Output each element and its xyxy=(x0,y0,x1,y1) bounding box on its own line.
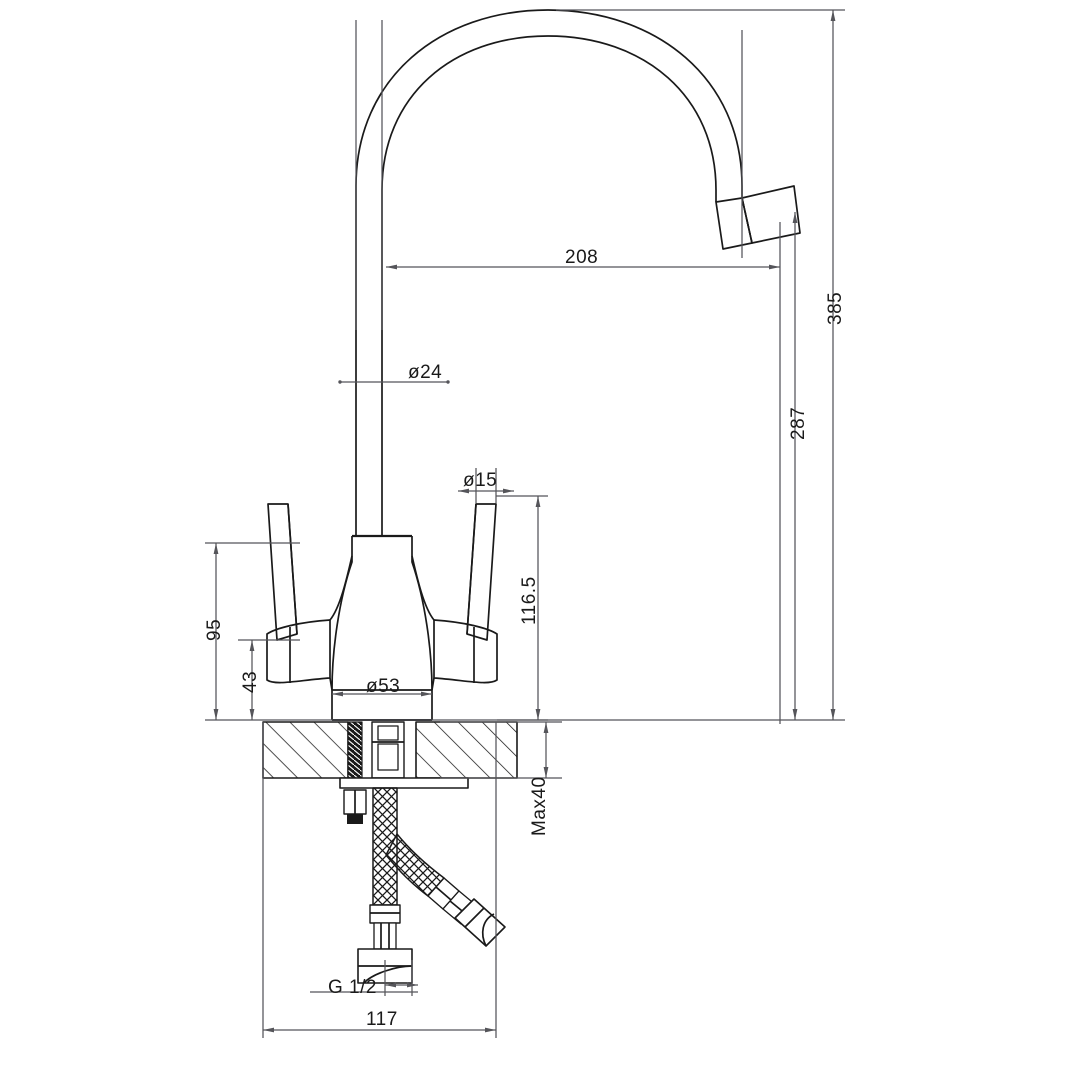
dim-label-handle-base-height: 43 xyxy=(240,670,261,693)
dimension-lines xyxy=(205,9,845,1038)
handle-left xyxy=(266,503,353,691)
flex-hose-main xyxy=(357,787,413,984)
dim-label-handle-stem-diameter: ø15 xyxy=(463,470,498,491)
dim-label-max-counter-thickness: Max40 xyxy=(529,776,550,836)
dim-label-spout-reach: 208 xyxy=(565,247,599,268)
handle-right xyxy=(411,503,498,691)
dim-label-total-height: 385 xyxy=(825,291,846,325)
dim-label-overall-width: 117 xyxy=(366,1009,398,1030)
dim-label-spout-outlet-height: 287 xyxy=(788,406,809,440)
dim-label-handle-height-95: 95 xyxy=(204,618,225,641)
dim-label-body-base-diameter: ø53 xyxy=(366,676,401,697)
spout-inner-contour xyxy=(381,35,717,536)
mounting-hardware xyxy=(339,721,469,824)
flex-hose-branch xyxy=(385,833,506,947)
spout-aerator xyxy=(715,185,801,250)
spout-outer-contour xyxy=(355,9,743,536)
dim-label-thread-size: G 1/2 xyxy=(328,977,377,998)
dim-label-spout-tube-diameter: ø24 xyxy=(408,362,443,383)
dim-label-handle-top-height: 116.5 xyxy=(519,576,540,625)
